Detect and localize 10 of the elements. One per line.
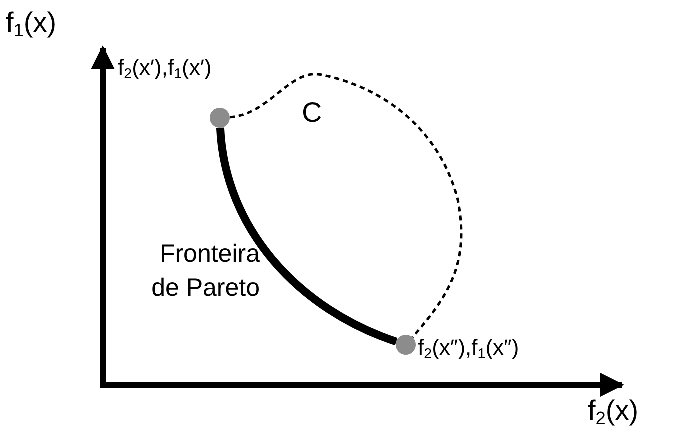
point-label: f$_{2}$(x″),f$_{1}$(x″)	[418, 336, 520, 364]
point-label: f$_{2}$(x′),f$_{1}$(x′)	[118, 56, 212, 84]
point-marker	[210, 108, 230, 128]
region-label: C	[302, 98, 322, 129]
dashed-curve	[230, 73, 463, 338]
axis-label: f$_{2}$(x)	[588, 396, 639, 429]
point-marker	[396, 335, 416, 355]
curve	[216, 128, 398, 346]
curve-label: Fronteira de Pareto	[150, 239, 260, 304]
axis-label: f$_{1}$(x)	[6, 8, 57, 41]
